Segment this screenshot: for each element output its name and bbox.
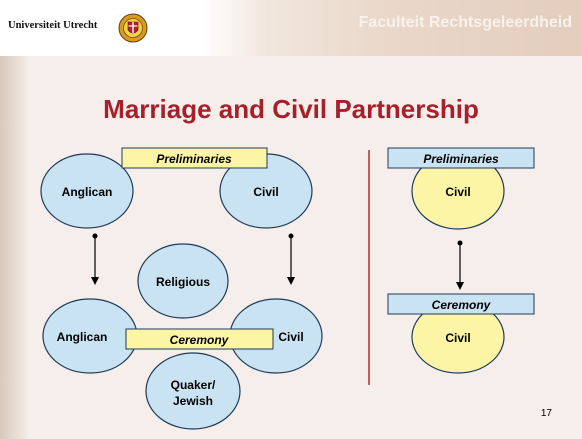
preliminaries-label: Preliminaries [156, 152, 232, 166]
header-bar: Universiteit Utrecht Faculteit Rechtsgel… [0, 0, 582, 56]
cp-preliminaries-label-box [387, 147, 535, 169]
cp-preliminaries-label: Preliminaries [423, 152, 499, 166]
quaker-label: Quaker/ [171, 378, 216, 392]
left-decorative-band [0, 56, 30, 439]
slide-title: Marriage and Civil Partnership [103, 94, 479, 124]
prelim-civil-label: Civil [253, 185, 278, 199]
header-gradient-band [200, 0, 582, 56]
prelim-anglican-label: Anglican [62, 185, 113, 199]
university-seal-logo [118, 13, 148, 43]
quaker-jewish-ellipse [145, 352, 241, 430]
jewish-label: Jewish [173, 394, 213, 408]
religious-ellipse [137, 243, 229, 319]
university-name: Universiteit Utrecht [8, 20, 98, 31]
ceremony-civil-label: Civil [278, 330, 303, 344]
page-number: 17 [540, 408, 552, 419]
ceremony-label-box [125, 328, 274, 350]
religious-label: Religious [156, 275, 210, 289]
cp-ceremony-civil-label: Civil [445, 331, 470, 345]
ceremony-anglican-label: Anglican [57, 330, 108, 344]
prelim-anglican-ellipse [40, 153, 134, 229]
ceremony-label: Ceremony [170, 333, 230, 347]
cp-ceremony-label: Ceremony [432, 298, 492, 312]
faculty-name: Faculteit Rechtsgeleerdheid [358, 14, 572, 31]
cp-ceremony-label-box [387, 293, 535, 315]
preliminaries-label-box [121, 147, 268, 169]
cp-prelim-civil-label: Civil [445, 185, 470, 199]
